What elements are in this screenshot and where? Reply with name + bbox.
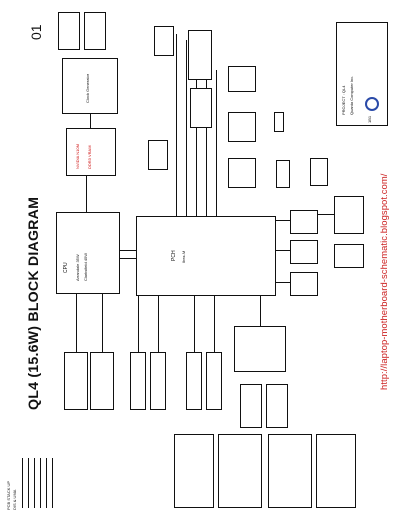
power-box-3 [268,434,312,508]
cpu-detail-2: Clarksfield 45W [83,252,88,281]
doc-code: 1B1 [367,115,372,123]
clock-label: Clock Generator [85,73,90,103]
cpu-block: CPU Arrandale 35W Clarksfield 45W [56,212,120,294]
dimm-0 [64,352,88,410]
right-box-1 [274,112,284,132]
diagram-title: QL4 (15.6W) BLOCK DIAGRAM [26,196,42,410]
right-box-2 [276,160,290,188]
clk-vga-link [90,114,91,128]
dimm-1 [90,352,114,410]
ec-sub-1 [240,384,262,428]
right-box-4 [290,210,318,234]
periph-box-c [190,88,212,128]
pch-upper-bus-2 [186,40,187,216]
right-box-3 [310,158,328,186]
dmi-link [120,250,136,251]
cpu-detail-1: Arrandale 35W [75,254,80,281]
pch-detail: Ibex-M [181,250,186,263]
pch-block: PCH Ibex-M [136,216,276,296]
pch-upper-bus-4 [206,60,207,216]
pch-label: PCH [171,250,177,261]
peg-link [86,176,87,212]
right-link-4 [318,214,334,215]
right-link-2 [276,250,290,251]
periph-box-g [148,140,168,170]
power-box-4 [316,434,356,508]
watermark-url: http://laptop-motherboard-schematic.blog… [378,173,389,390]
quanta-logo-icon [365,97,379,111]
ddr-bus-a [76,294,77,352]
ec-sub-2 [266,384,288,428]
bus-line-1 [138,296,139,352]
company-name: Quanta Computer Inc. [349,75,354,115]
bottom-box-3 [186,352,202,410]
bottom-box-1 [130,352,146,410]
vga-detail: DDR3 VRAM [87,145,92,169]
right-box-8 [334,244,364,268]
right-link-1 [276,220,290,221]
project-name: PROJECT : QL4 [341,85,346,116]
periph-box-f [228,158,256,188]
page-number: 01 [28,24,44,40]
legend-stackup: PCB STACK UP [6,480,11,510]
periph-box-a [154,26,174,56]
pch-upper-bus-5 [216,70,217,216]
bus-line-3 [194,296,195,352]
cpu-label: CPU [63,262,69,273]
lpc-link [260,296,261,326]
power-box-2 [218,434,262,508]
pch-upper-bus-3 [196,50,197,216]
vga-name: NVIDIA N10M [75,144,80,169]
right-box-7 [334,196,364,234]
vga-block: NVIDIA N10M DDR3 VRAM [66,128,116,176]
pch-upper-bus-1 [176,34,177,216]
right-link-3 [276,282,290,283]
periph-box-b [188,30,212,80]
fdi-link [120,258,136,259]
top-box-2 [84,12,106,50]
top-box-1 [58,12,80,50]
periph-box-e [228,112,256,142]
power-box-1 [174,434,214,508]
bus-line-2 [158,296,159,352]
clock-generator-block: Clock Generator [62,58,118,114]
ddr-bus-b [102,294,103,352]
bottom-box-2 [150,352,166,410]
ec-block [234,326,286,372]
right-box-5 [290,240,318,264]
title-block: PROJECT : QL4 Quanta Computer Inc. 1B1 [336,22,388,126]
periph-box-d [228,66,256,92]
bottom-box-4 [206,352,222,410]
bus-line-4 [214,296,215,352]
legend-variant: DIS & UMA [12,489,17,510]
right-box-6 [290,272,318,296]
